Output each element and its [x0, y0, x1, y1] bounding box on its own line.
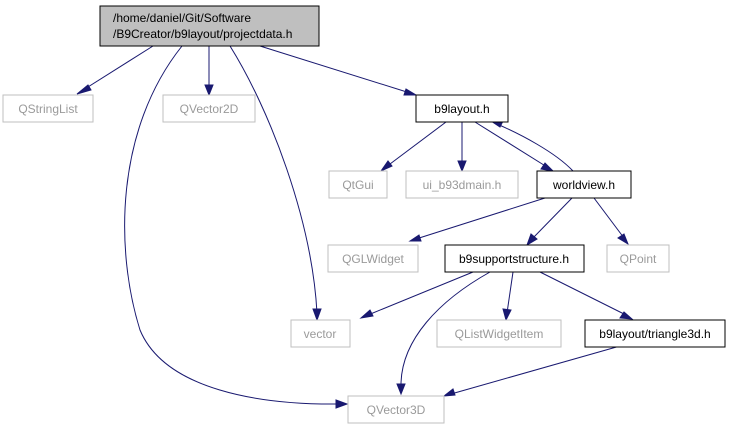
edge-root-to-qstringlist — [79, 45, 154, 93]
node-qlistwidgetitem-label: QListWidgetItem — [455, 327, 544, 341]
node-qtgui-label: QtGui — [342, 178, 373, 192]
edge-b9layout-to-worldview — [474, 121, 548, 168]
arrowhead-icon — [457, 160, 467, 173]
arrowhead-icon — [403, 88, 418, 96]
node-root-line1: /home/daniel/Git/Software — [113, 11, 251, 25]
node-triangle3d-label: b9layout/triangle3d.h — [599, 327, 710, 341]
arrowhead-icon — [312, 308, 322, 322]
node-root-file[interactable]: /home/daniel/Git/Software /B9Creator/b9l… — [99, 5, 320, 47]
arrowhead-icon — [540, 162, 555, 172]
arrowhead-icon — [408, 234, 422, 242]
edge-worldview-to-b9layout — [496, 123, 574, 172]
node-vector-label: vector — [304, 327, 337, 341]
node-worldview[interactable]: worldview.h — [536, 170, 632, 199]
edge-root-to-b9layout — [259, 45, 411, 94]
node-qtgui[interactable]: QtGui — [328, 170, 388, 199]
node-qpoint-label: QPoint — [620, 252, 657, 266]
edge-root-to-qvector3d — [124, 45, 341, 405]
node-b9supportstructure-label: b9supportstructure.h — [459, 252, 569, 266]
edge-worldview-to-qglwidget — [415, 197, 546, 240]
edge-b9supportstructure-to-qvector3d — [400, 271, 491, 388]
edge-b9supportstructure-to-vector — [367, 271, 474, 316]
node-qpoint[interactable]: QPoint — [606, 244, 670, 273]
arrowhead-icon — [502, 308, 512, 322]
node-qvector3d[interactable]: QVector3D — [347, 395, 445, 424]
edge-b9supportstructure-to-triangle3d — [539, 271, 627, 316]
node-b9layout-label: b9layout.h — [434, 102, 489, 116]
node-qvector2d-label: QVector2D — [180, 102, 239, 116]
node-qstringlist-label: QStringList — [18, 102, 78, 116]
edge-worldview-to-b9supportstructure — [531, 197, 573, 240]
node-b9supportstructure[interactable]: b9supportstructure.h — [444, 244, 585, 273]
node-qglwidget-label: QGLWidget — [342, 252, 404, 266]
edges — [76, 45, 634, 409]
edge-b9supportstructure-to-qlistwidgetitem — [506, 271, 514, 314]
node-qvector2d[interactable]: QVector2D — [162, 94, 256, 123]
node-ui-b93dmain-label: ui_b93dmain.h — [423, 178, 502, 192]
arrowhead-icon — [359, 309, 374, 319]
arrowhead-icon — [617, 233, 630, 246]
node-root-line2: /B9Creator/b9layout/projectdata.h — [113, 27, 292, 41]
arrowhead-icon — [204, 84, 214, 97]
arrowhead-icon — [396, 383, 406, 396]
node-vector[interactable]: vector — [290, 319, 351, 348]
arrowhead-icon — [619, 311, 634, 320]
arrowhead-icon — [442, 388, 456, 397]
node-b9layout[interactable]: b9layout.h — [415, 94, 509, 123]
edge-worldview-to-qpoint — [593, 197, 625, 239]
node-triangle3d[interactable]: b9layout/triangle3d.h — [584, 319, 726, 348]
node-qlistwidgetitem[interactable]: QListWidgetItem — [436, 319, 562, 348]
edge-root-to-vector — [229, 45, 318, 314]
edge-triangle3d-to-qvector3d — [450, 345, 621, 395]
edge-b9layout-to-qtgui — [385, 121, 447, 168]
node-qvector3d-label: QVector3D — [367, 403, 426, 417]
arrowhead-icon — [379, 160, 393, 173]
node-qglwidget[interactable]: QGLWidget — [327, 244, 419, 273]
node-worldview-label: worldview.h — [552, 178, 615, 192]
arrowhead-icon — [335, 399, 349, 409]
arrowhead-icon — [526, 233, 538, 247]
arrowhead-icon — [76, 84, 92, 95]
node-ui-b93dmain[interactable]: ui_b93dmain.h — [405, 170, 519, 199]
node-qstringlist[interactable]: QStringList — [2, 94, 94, 123]
